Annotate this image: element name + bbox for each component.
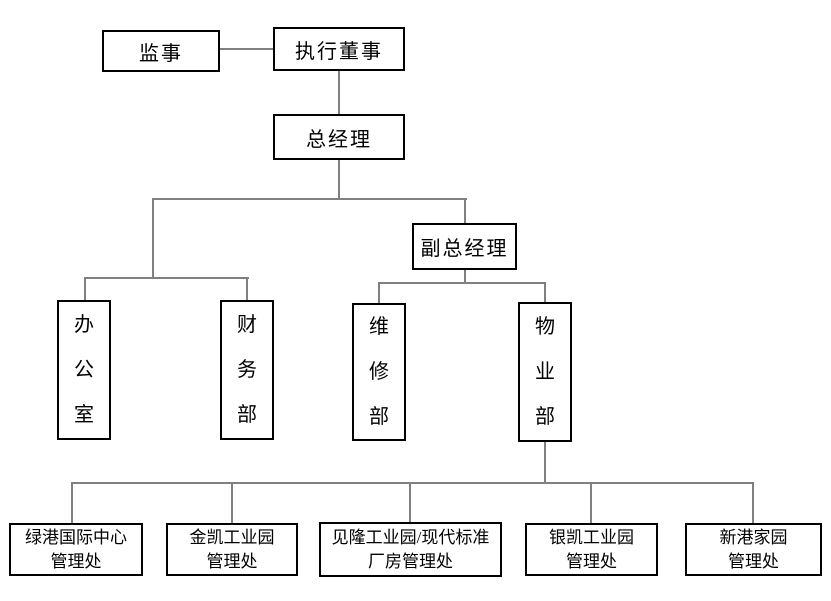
- connector-gm-bar: [152, 198, 467, 200]
- org-node-deputy-general-manager: 副总经理: [412, 223, 517, 270]
- org-node-executive-director: 执行董事: [273, 27, 405, 71]
- org-node-maintenance-dept-label: 维修部: [369, 315, 389, 428]
- org-node-xingang-office: 新港家园 管理处: [685, 523, 822, 576]
- connector-bottom-bar: [71, 482, 754, 484]
- org-node-supervisor-label: 监事: [139, 42, 183, 65]
- connector-deputy-stem-top: [464, 198, 466, 223]
- org-node-yinkai-office-line2: 管理处: [566, 551, 617, 571]
- connector-left-branch-stem: [152, 198, 154, 279]
- org-node-jinkai-office-line1: 金凯工业园: [189, 527, 275, 547]
- org-node-jinkai-office: 金凯工业园 管理处: [166, 523, 298, 576]
- org-node-finance-dept: 财务部: [220, 300, 274, 440]
- connector-xingang-drop: [752, 482, 754, 523]
- connector-property-stem: [544, 442, 546, 483]
- org-node-maintenance-dept: 维修部: [352, 303, 406, 441]
- org-node-jinkai-office-line2: 管理处: [206, 551, 258, 571]
- org-node-executive-director-label: 执行董事: [295, 40, 383, 63]
- connector-left-branch-bar: [84, 277, 249, 279]
- org-node-lvgang-office-line1: 绿港国际中心: [25, 527, 127, 547]
- connector-supervisor-director: [220, 48, 273, 50]
- connector-gm-stem: [338, 160, 340, 200]
- org-node-general-manager: 总经理: [273, 114, 405, 160]
- connector-maintenance-drop: [378, 282, 380, 303]
- org-node-jianlong-office: 见隆工业园/现代标准 厂房管理处: [319, 522, 502, 577]
- org-node-office: 办公室: [57, 300, 111, 440]
- org-node-finance-dept-label: 财务部: [237, 313, 257, 426]
- connector-office-drop: [84, 277, 86, 300]
- org-node-jianlong-office-line1: 见隆工业园/现代标准: [331, 527, 490, 547]
- org-node-xingang-office-line1: 新港家园: [719, 527, 788, 547]
- org-node-supervisor: 监事: [102, 30, 220, 72]
- org-node-deputy-general-manager-label: 副总经理: [420, 238, 509, 260]
- connector-deputy-stem-bottom: [464, 270, 466, 283]
- org-node-jianlong-office-line2: 厂房管理处: [368, 551, 453, 571]
- connector-deputy-bar: [378, 282, 545, 284]
- org-node-xingang-office-line2: 管理处: [728, 551, 779, 571]
- connector-property-drop: [544, 282, 546, 302]
- connector-yinkai-drop: [590, 482, 592, 523]
- org-node-lvgang-office-line2: 管理处: [50, 551, 102, 571]
- org-node-property-dept-label: 物业部: [535, 315, 555, 428]
- org-node-yinkai-office: 银凯工业园 管理处: [525, 523, 658, 576]
- org-node-yinkai-office-line1: 银凯工业园: [549, 527, 634, 547]
- org-node-lvgang-office: 绿港国际中心 管理处: [9, 523, 143, 576]
- org-node-property-dept: 物业部: [518, 302, 572, 442]
- connector-finance-drop: [246, 277, 248, 300]
- org-node-office-label: 办公室: [74, 313, 94, 426]
- connector-jianlong-drop: [409, 482, 411, 522]
- connector-director-gm: [338, 71, 340, 114]
- connector-jinkai-drop: [231, 482, 233, 523]
- org-node-general-manager-label: 总经理: [306, 128, 372, 151]
- connector-lvgang-drop: [71, 482, 73, 523]
